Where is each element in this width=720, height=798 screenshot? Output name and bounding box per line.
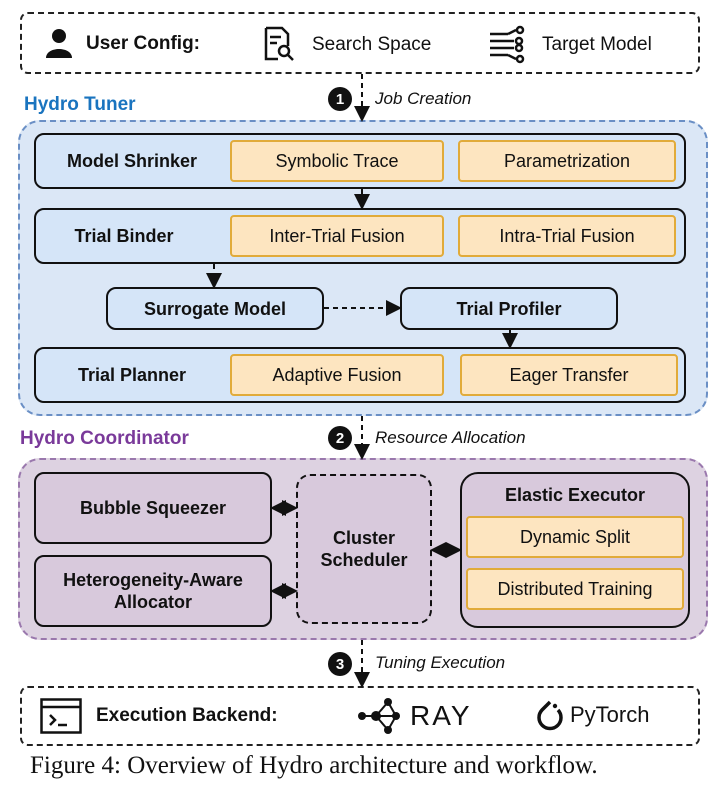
dynamic-split-pill: Dynamic Split — [466, 516, 684, 558]
step-1-label: Job Creation — [375, 89, 472, 108]
pytorch-label: PyTorch — [570, 702, 650, 727]
step-3-badge: 3 — [328, 652, 352, 676]
execution-backend-label: Execution Backend: — [96, 705, 278, 726]
figure-caption: Figure 4: Overview of Hydro architecture… — [30, 752, 598, 779]
inter-trial-fusion-pill: Inter-Trial Fusion — [230, 215, 444, 257]
surrogate-model-box: Surrogate Model — [106, 287, 324, 330]
target-model-label: Target Model — [542, 34, 652, 55]
search-space-icon — [262, 26, 296, 62]
step-3-label: Tuning Execution — [375, 653, 506, 672]
trial-planner-label: Trial Planner — [77, 365, 187, 385]
ray-label: RAY — [410, 700, 472, 731]
bubble-squeezer-box: Bubble Squeezer — [34, 472, 272, 544]
pytorch-logo-icon — [534, 698, 566, 734]
step-1-badge: 1 — [328, 87, 352, 111]
adaptive-fusion-pill: Adaptive Fusion — [230, 354, 444, 396]
ray-logo-icon — [356, 694, 402, 738]
cluster-scheduler-box: Cluster Scheduler — [296, 474, 432, 624]
user-config-bar — [20, 12, 700, 74]
step-2-label: Resource Allocation — [375, 428, 526, 447]
search-space-label: Search Space — [312, 34, 432, 55]
target-model-icon — [488, 25, 528, 64]
user-icon — [44, 28, 74, 58]
user-config-label: User Config: — [86, 33, 200, 54]
symbolic-trace-pill: Symbolic Trace — [230, 140, 444, 182]
elastic-executor-label: Elastic Executor — [504, 485, 646, 505]
eager-transfer-pill: Eager Transfer — [460, 354, 678, 396]
heterogeneity-aware-allocator-box: Heterogeneity-Aware Allocator — [34, 555, 272, 627]
distributed-training-pill: Distributed Training — [466, 568, 684, 610]
hydro-tuner-title: Hydro Tuner — [24, 94, 136, 115]
hydro-coordinator-title: Hydro Coordinator — [20, 428, 189, 449]
trial-binder-label: Trial Binder — [74, 226, 174, 246]
model-shrinker-label: Model Shrinker — [66, 151, 198, 171]
intra-trial-fusion-pill: Intra-Trial Fusion — [458, 215, 676, 257]
terminal-icon — [40, 698, 82, 734]
step-2-badge: 2 — [328, 426, 352, 450]
parametrization-pill: Parametrization — [458, 140, 676, 182]
